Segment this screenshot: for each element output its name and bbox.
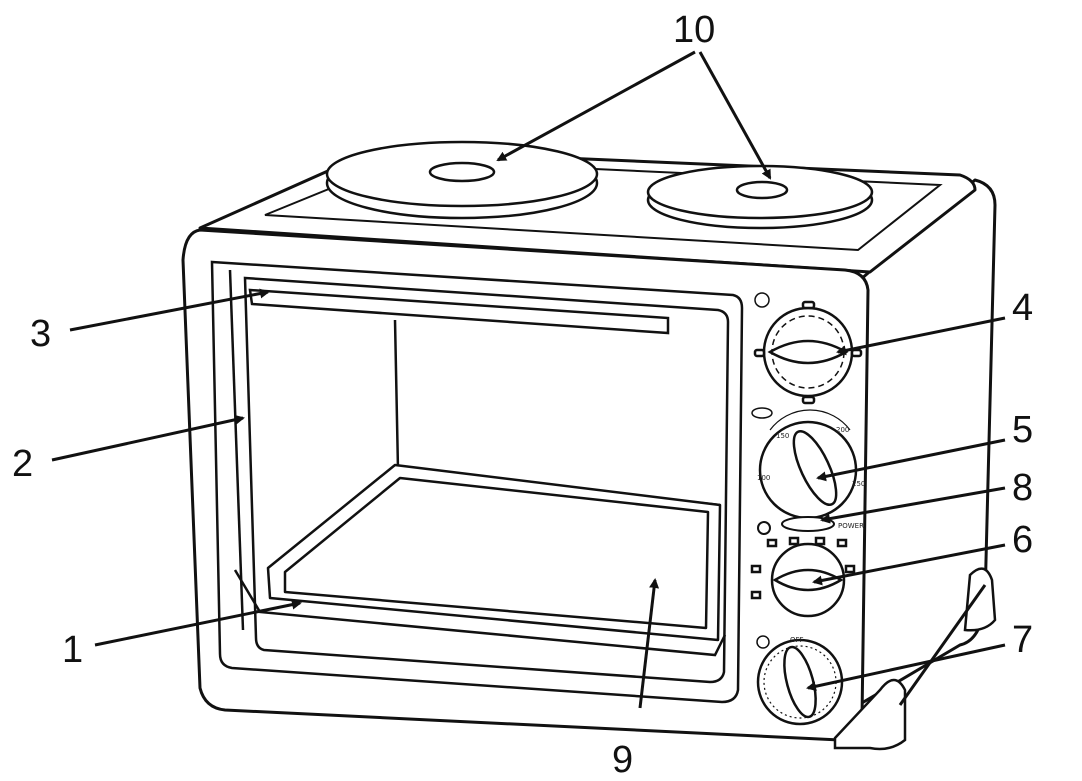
hotplate-left [325, 140, 599, 220]
temp-mark-high: 200 [836, 426, 849, 434]
rack-rail [233, 569, 727, 657]
hotplate-right [646, 164, 874, 230]
callout-2: 2 [12, 443, 33, 485]
callout-1: 1 [62, 629, 83, 671]
callout-7: 7 [1012, 619, 1033, 661]
callout-10: 10 [673, 9, 715, 51]
door-side-rail [228, 269, 245, 631]
power-indicator-label: POWER [838, 522, 864, 530]
timer-knob [756, 635, 844, 726]
arrow-4 [836, 316, 1006, 356]
arrow-1 [94, 599, 302, 647]
foot-right-front [833, 678, 907, 751]
hotplate-selector-knob [750, 536, 856, 618]
callout-6: 6 [1012, 519, 1033, 561]
door-window [243, 276, 730, 684]
temp-mark-max: 250 [852, 480, 865, 488]
arrow-6 [812, 543, 1006, 586]
temp-mark-low: 100 [757, 474, 770, 482]
heating-element [248, 288, 670, 335]
callout-5: 5 [1012, 409, 1033, 451]
arrow-10a [496, 50, 696, 162]
arrow-3 [69, 288, 270, 332]
arrow-5 [816, 438, 1006, 482]
leader-arrows [51, 50, 1006, 709]
arrow-8 [820, 486, 1006, 524]
arrow-2 [51, 414, 245, 462]
arrow-7 [806, 643, 1006, 692]
timer-mark-off: OFF [790, 636, 804, 644]
door-outer-frame [210, 260, 744, 704]
baking-tray [266, 463, 722, 642]
arrow-10b [698, 51, 772, 180]
foot-right-rear [963, 567, 997, 632]
callout-labels: 10 3 2 1 4 5 8 6 7 9 [12, 9, 1033, 781]
callout-4: 4 [1012, 287, 1033, 329]
callout-8: 8 [1012, 467, 1033, 509]
callout-3: 3 [30, 313, 51, 355]
oven-feet [833, 567, 997, 751]
arrow-7-foot [898, 584, 987, 706]
arrow-9 [638, 578, 660, 709]
callout-9: 9 [612, 739, 633, 781]
temp-mark-mid: 150 [776, 432, 789, 440]
